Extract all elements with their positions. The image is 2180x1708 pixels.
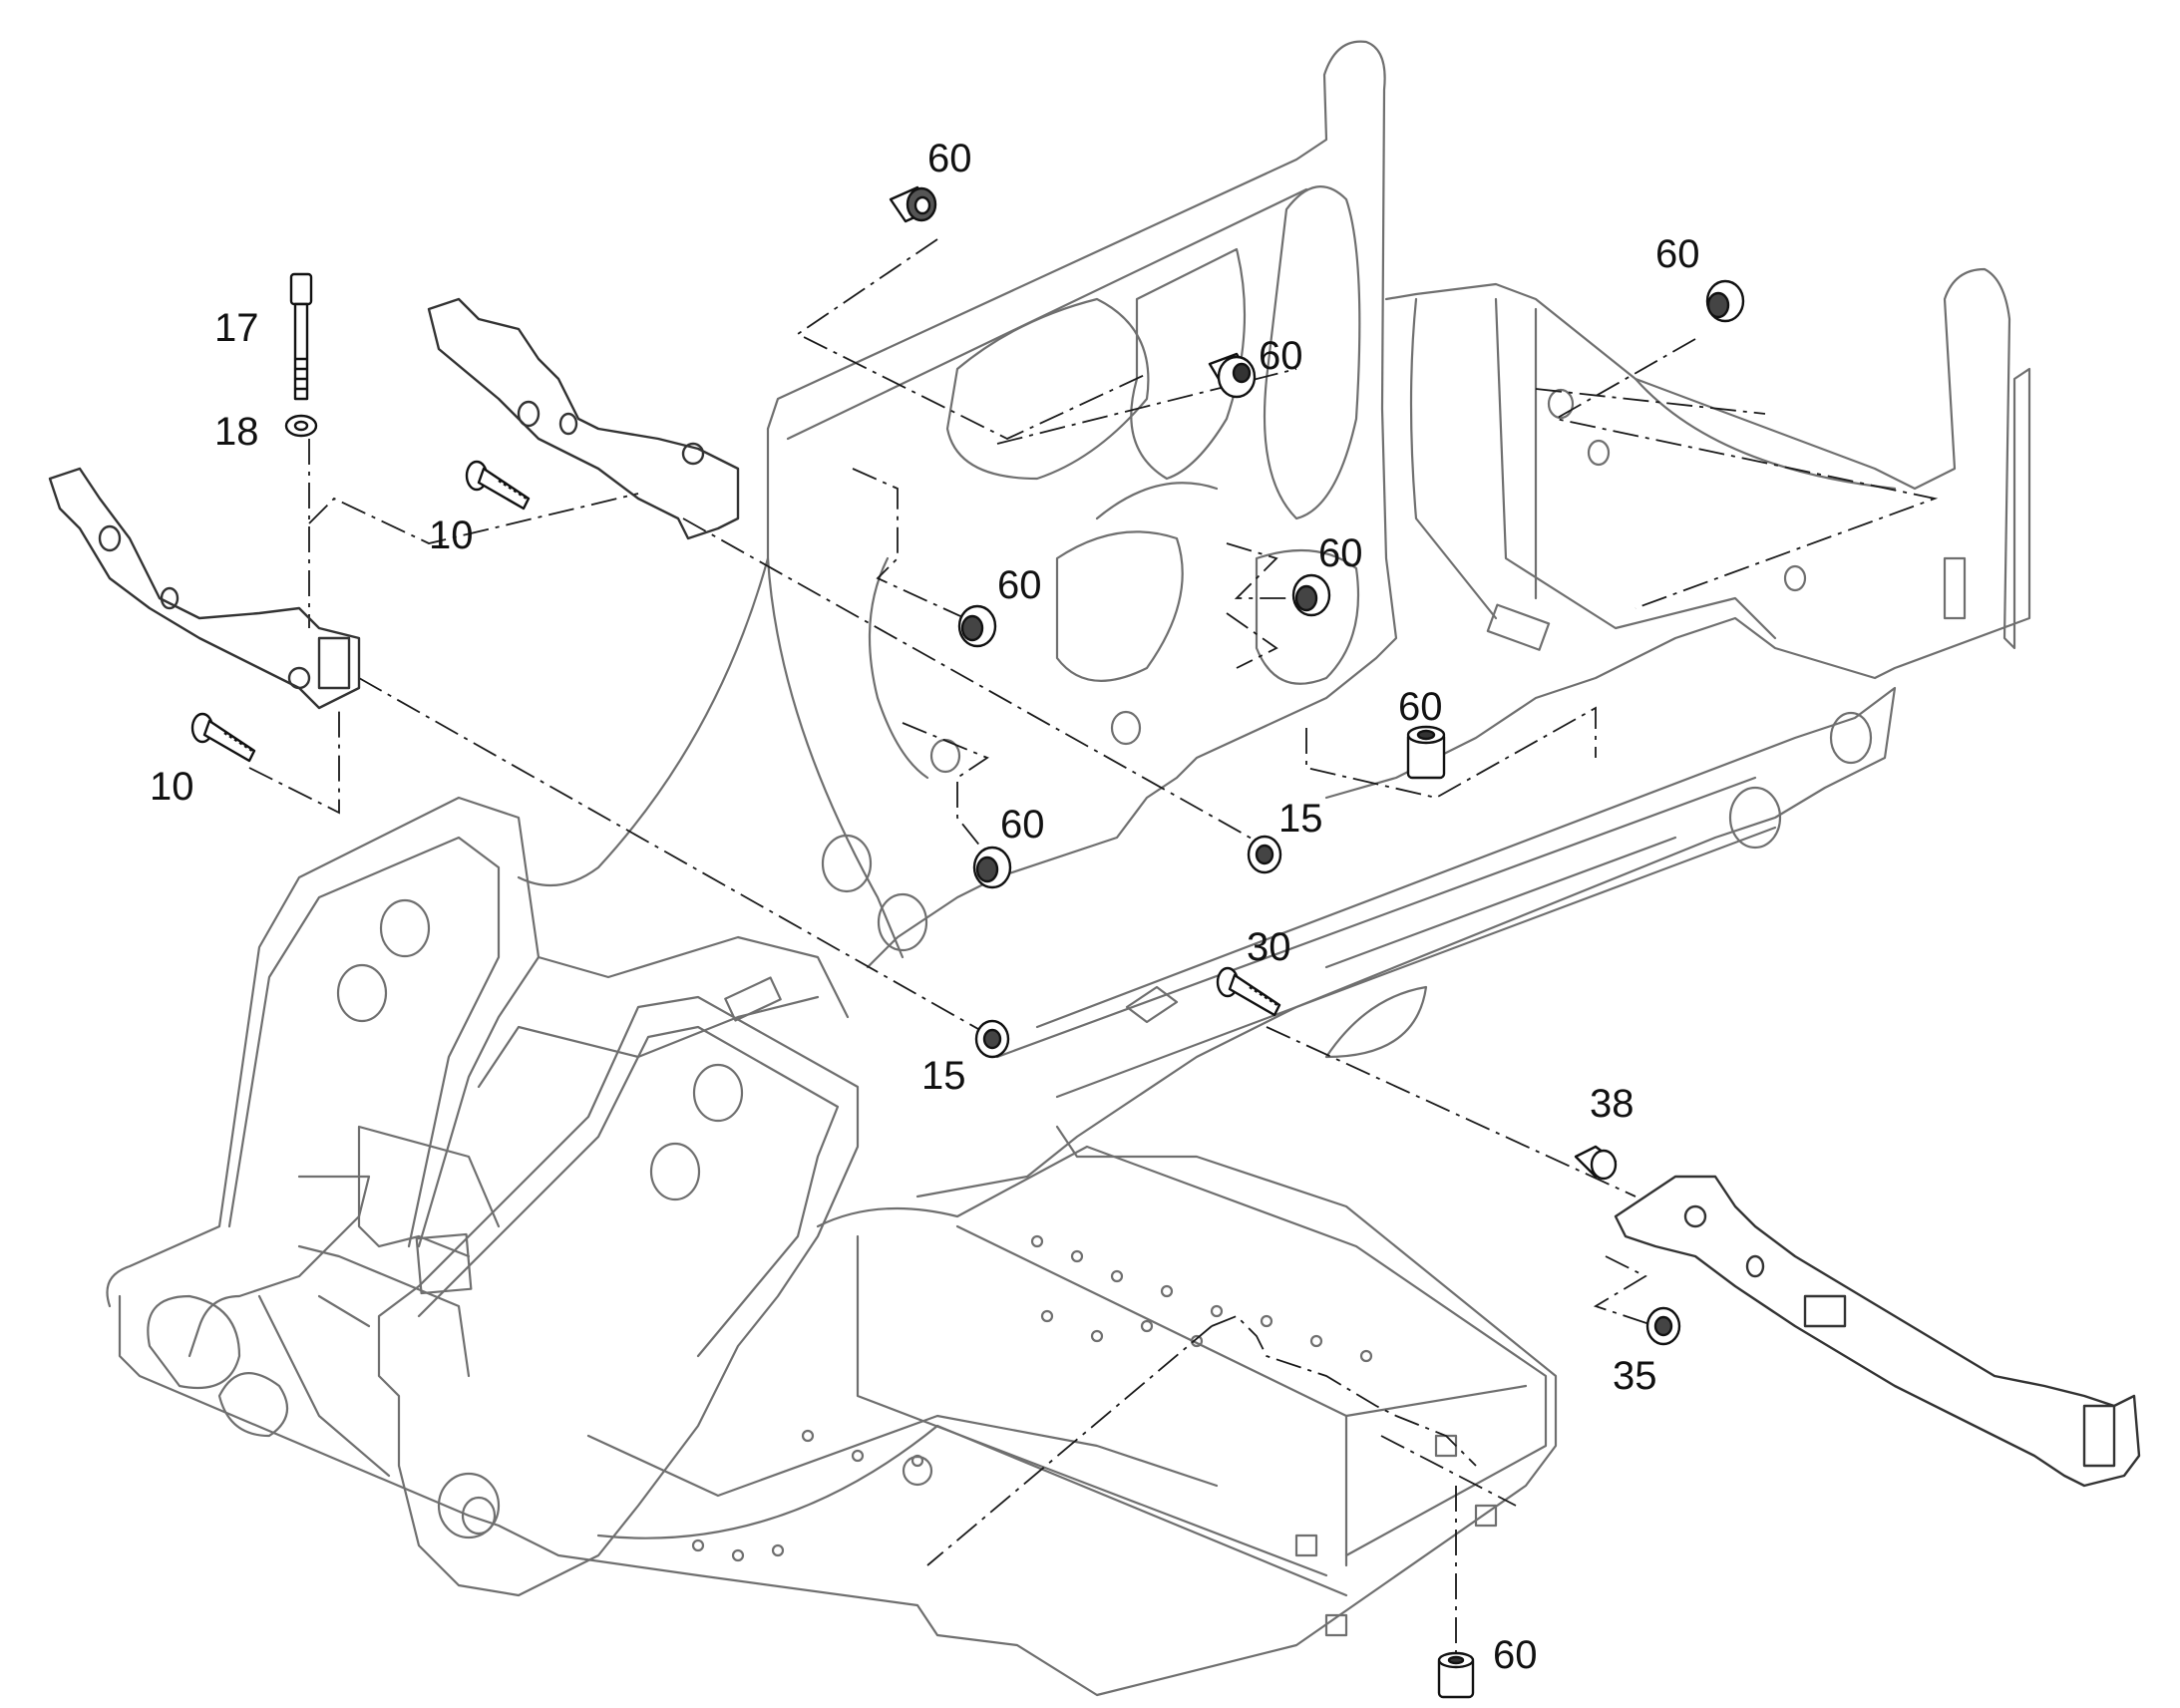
washer-15-right [1247,835,1282,874]
bolt-10-upper [465,460,531,511]
bushing-60-mid-left [957,604,997,648]
bushing-60-bottom [1437,1651,1475,1699]
callout-60-top: 60 [927,137,972,180]
callout-60-lower-mid: 60 [1000,803,1045,847]
washer-18 [284,414,318,438]
callout-60-mid-right: 60 [1318,531,1363,575]
callout-60-mid-left: 60 [997,563,1042,607]
callout-60-top-right: 60 [1655,232,1700,276]
main-frame [106,40,2031,1697]
spacer-38 [1574,1145,1618,1181]
callout-10-lower: 10 [150,765,194,809]
bushing-60-center [1406,725,1446,780]
callout-17: 17 [214,306,259,350]
bushing-60-upper-mid [1208,352,1257,399]
callout-15-right: 15 [1278,797,1323,841]
callout-60-center: 60 [1398,685,1443,729]
callout-18: 18 [214,410,259,454]
bolt-10-lower [190,712,256,763]
bushing-60-mid-right [1291,573,1331,617]
bracket-lower-right [1614,1175,2141,1488]
washer-35 [1645,1306,1681,1346]
callout-60-bottom: 60 [1493,1633,1538,1677]
bushing-60-top [889,185,937,223]
callout-38: 38 [1590,1082,1635,1126]
bolt-30 [1216,966,1281,1017]
callout-35: 35 [1613,1354,1657,1398]
bracket-upper-left [427,297,740,540]
callout-15-left: 15 [921,1054,966,1098]
bolt-17 [289,272,313,401]
callout-30: 30 [1247,925,1291,969]
washer-15-left [974,1019,1010,1059]
callout-60-upper-mid: 60 [1259,334,1303,378]
callout-10-upper: 10 [429,513,474,557]
bracket-lower-left [48,467,361,710]
bushing-60-top-right [1705,279,1745,323]
leader-lines [248,238,1939,1655]
bushing-60-lower-mid [972,846,1012,889]
